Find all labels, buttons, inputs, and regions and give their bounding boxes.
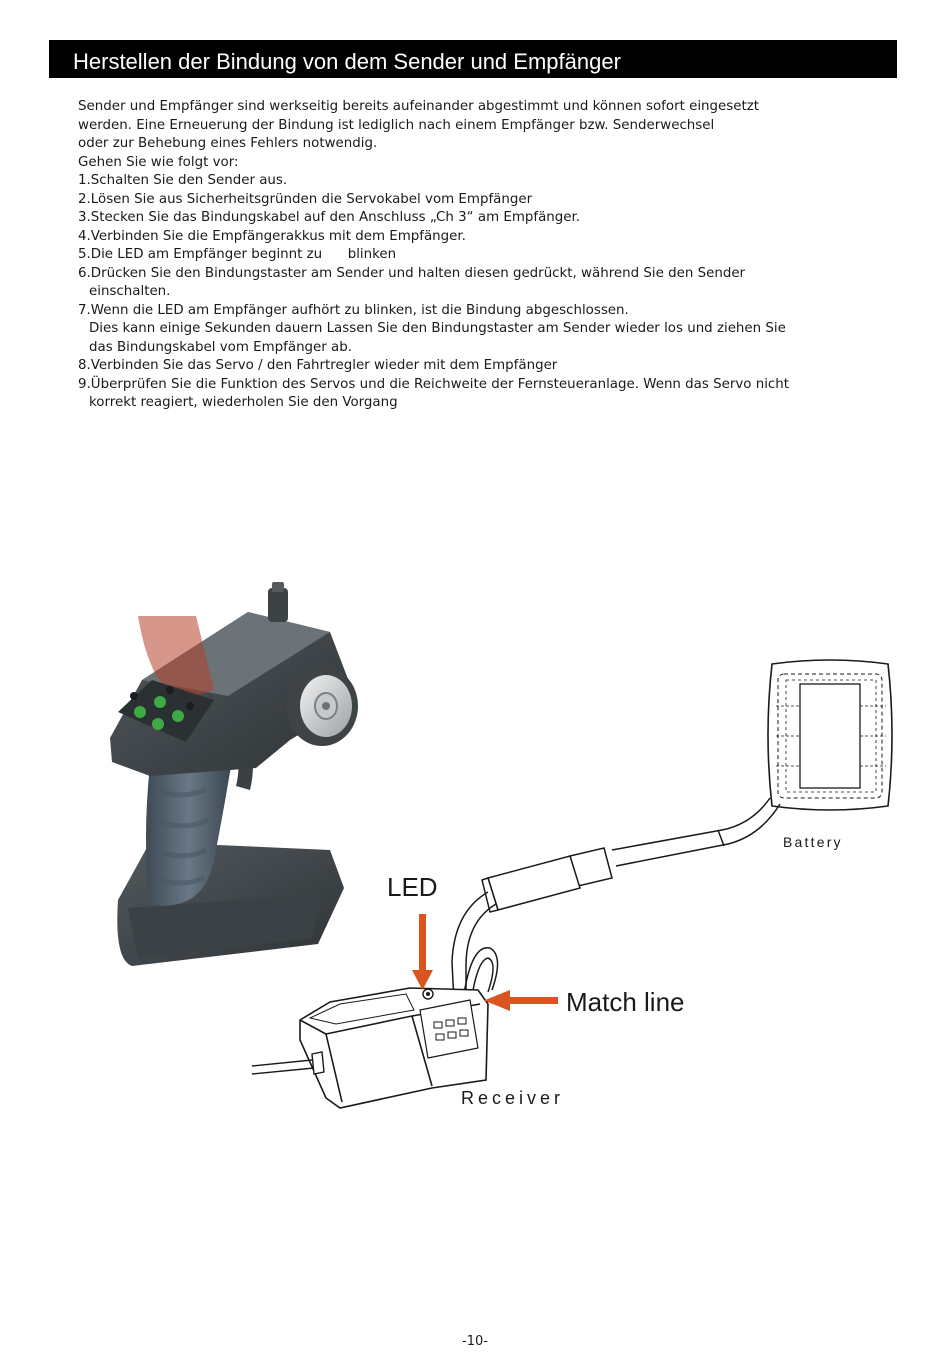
receiver xyxy=(299,987,489,1109)
section-header-bar: Herstellen der Bindung von dem Sender un… xyxy=(49,40,897,78)
step-7: 7.Wenn die LED am Empfänger aufhört zu b… xyxy=(78,302,629,318)
receiver-antenna xyxy=(251,1051,325,1075)
step-2: 2.Lösen Sie aus Sicherheitsgründen die S… xyxy=(78,191,533,207)
transmitter-illustration xyxy=(110,582,358,966)
page-number: -10- xyxy=(462,1334,488,1349)
intro-line: oder zur Behebung eines Fehlers notwendi… xyxy=(78,136,378,151)
section-title: Herstellen der Bindung von dem Sender un… xyxy=(73,49,621,74)
led-label: LED xyxy=(387,872,438,902)
step-7-continued: Dies kann einige Sekunden dauern Lassen … xyxy=(89,321,786,355)
steering-wheel xyxy=(286,666,358,746)
transparent-cover xyxy=(138,616,214,700)
step-8: 8.Verbinden Sie das Servo / den Fahrtreg… xyxy=(78,358,558,373)
intro-line: werden. Eine Erneuerung der Bindung ist … xyxy=(78,117,715,133)
step-5: 5.Die LED am Empfänger beginnt zu blinke… xyxy=(78,247,397,262)
led-arrow xyxy=(412,914,433,990)
step-1: 1.Schalten Sie den Sender aus. xyxy=(78,173,288,188)
step-6: 6.Drücken Sie den Bindungstaster am Send… xyxy=(78,265,746,300)
receiver-cable xyxy=(451,891,497,1003)
battery-pack xyxy=(767,659,893,811)
instructions-text: Sender und Empfänger sind werkseitig ber… xyxy=(78,98,798,413)
receiver-label: Receiver xyxy=(461,1088,564,1108)
step-4: 4.Verbinden Sie die Empfängerakkus mit d… xyxy=(78,228,466,244)
battery-cable xyxy=(611,797,781,867)
match-line-label: Match line xyxy=(566,987,685,1017)
control-panel xyxy=(118,680,214,742)
match-line-arrow xyxy=(484,990,558,1011)
antenna xyxy=(268,588,288,622)
battery-connector xyxy=(481,847,613,913)
battery-label: Battery xyxy=(783,834,843,850)
intro-line: Sender und Empfänger sind werkseitig ber… xyxy=(78,99,760,114)
binding-diagram: Battery LED Match line Receiver xyxy=(110,582,893,1109)
step-3: 3.Stecken Sie das Bindungskabel auf den … xyxy=(78,210,581,225)
intro-line: Gehen Sie wie folgt vor: xyxy=(78,154,239,170)
transmitter-grip xyxy=(146,760,232,906)
step-9: 9.Überprüfen Sie die Funktion des Servos… xyxy=(78,376,790,411)
